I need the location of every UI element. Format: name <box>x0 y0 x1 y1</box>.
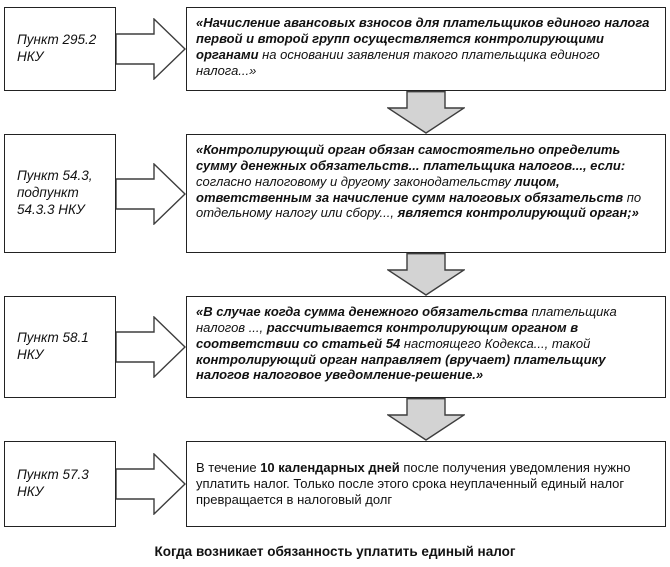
flow-row-3: Пункт 58.1 НКУ «В случае когда сумма ден… <box>4 296 666 398</box>
quote-box-1: «Начисление авансовых взносов для плател… <box>186 7 666 91</box>
right-arrow-icon <box>116 18 186 80</box>
quote-box-3: «В случае когда сумма денежного обязател… <box>186 296 666 398</box>
flow-row-4: Пункт 57.3 НКУ В течение 10 календарных … <box>4 441 666 527</box>
conclusion-box: В течение 10 календарных дней после полу… <box>186 441 666 527</box>
flow-gap-1 <box>0 91 670 134</box>
right-arrow-icon <box>116 162 186 225</box>
diagram-caption: Когда возникает обязанность уплатить еди… <box>154 544 516 559</box>
down-arrow-icon <box>387 398 465 441</box>
flow-gap-3 <box>0 398 670 441</box>
right-arrow-icon <box>116 316 186 378</box>
law-reference-box-2: Пункт 54.3, подпункт 54.3.3 НКУ <box>4 134 116 253</box>
law-reference-label: Пункт 295.2 НКУ <box>17 32 97 64</box>
law-reference-box-3: Пункт 58.1 НКУ <box>4 296 116 398</box>
arrow-zone-3 <box>116 296 186 398</box>
arrow-zone-2 <box>116 134 186 253</box>
flow-row-1: Пункт 295.2 НКУ «Начисление авансовых вз… <box>4 7 666 91</box>
law-reference-label: Пункт 57.3 НКУ <box>17 467 89 499</box>
conclusion-text: В течение 10 календарных дней после полу… <box>196 460 631 507</box>
quote-text: «Контролирующий орган обязан самостоятел… <box>196 142 642 221</box>
quote-box-2: «Контролирующий орган обязан самостоятел… <box>186 134 666 253</box>
quote-text: «В случае когда сумма денежного обязател… <box>196 304 617 383</box>
law-reference-label: Пункт 58.1 НКУ <box>17 330 89 362</box>
right-arrow-icon <box>116 453 186 515</box>
law-reference-box-1: Пункт 295.2 НКУ <box>4 7 116 91</box>
law-reference-box-4: Пункт 57.3 НКУ <box>4 441 116 527</box>
flow-gap-2 <box>0 253 670 296</box>
arrow-zone-4 <box>116 441 186 527</box>
law-reference-label: Пункт 54.3, подпункт 54.3.3 НКУ <box>17 168 93 217</box>
quote-text: «Начисление авансовых взносов для плател… <box>196 15 650 78</box>
arrow-zone-1 <box>116 7 186 91</box>
down-arrow-icon <box>387 253 465 296</box>
down-arrow-icon <box>387 91 465 134</box>
flow-row-2: Пункт 54.3, подпункт 54.3.3 НКУ «Контрол… <box>4 134 666 253</box>
